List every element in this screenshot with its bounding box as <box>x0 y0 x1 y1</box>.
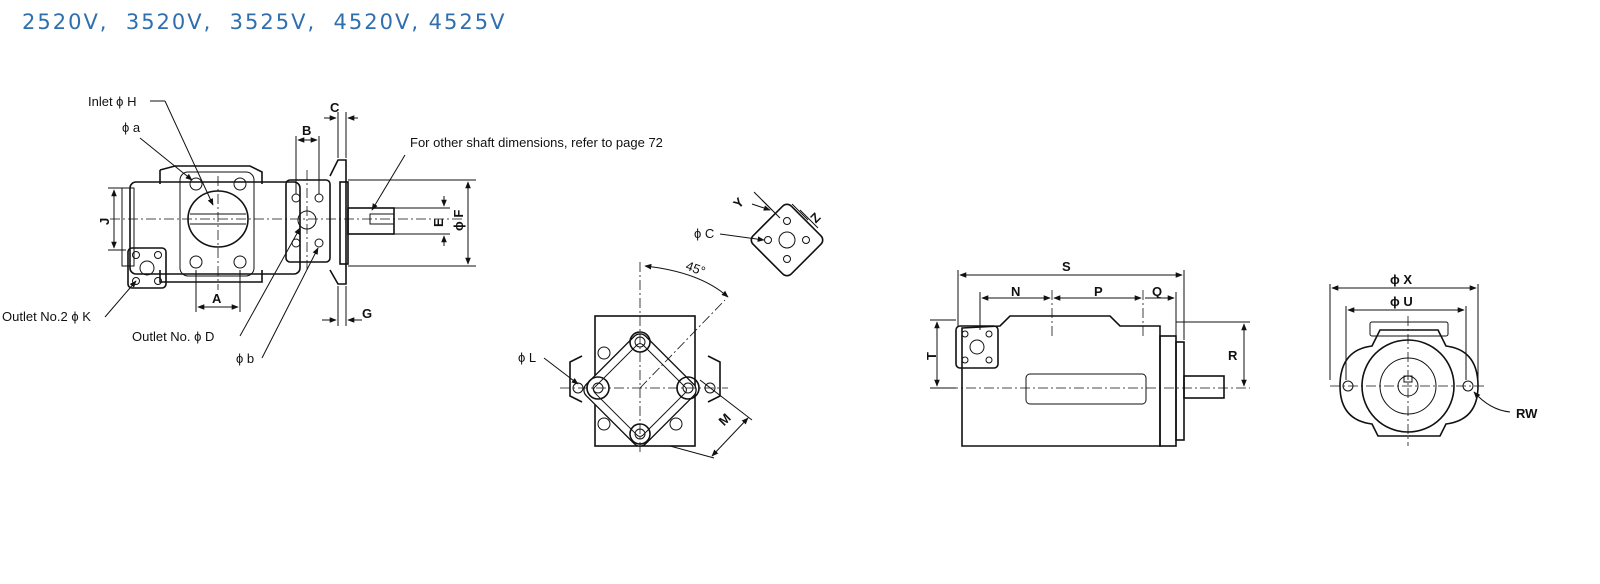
dim-t-label: T <box>924 352 939 360</box>
phi-u-label: ϕ U <box>1390 294 1413 309</box>
dim-c-label: C <box>330 100 340 115</box>
dim-p-label: P <box>1094 284 1103 299</box>
dim-j-label: J <box>97 218 112 225</box>
page-title: 2520V, 3520V, 3525V, 4520V, 4525V <box>22 10 507 34</box>
dim-f-label: ϕ F <box>451 210 466 231</box>
outlet1-label: Outlet No. ϕ D <box>132 329 214 344</box>
phi-l-label: ϕ L <box>518 350 536 365</box>
angle-label: 45° <box>684 258 708 279</box>
dim-r-label: R <box>1228 348 1238 363</box>
shaft-note: For other shaft dimensions, refer to pag… <box>410 135 663 150</box>
phi-a-label: ϕ a <box>122 120 141 135</box>
dim-b-label: B <box>302 123 311 138</box>
dim-s-label: S <box>1062 259 1071 274</box>
end-view: ϕ X ϕ U RW <box>1329 272 1538 446</box>
dim-g-label: G <box>362 306 372 321</box>
length-view: S N P Q T R <box>924 259 1250 447</box>
dim-m-label: M <box>716 410 734 428</box>
dim-n-label: N <box>1011 284 1020 299</box>
dim-q-label: Q <box>1152 284 1162 299</box>
rw-label: RW <box>1516 406 1538 421</box>
outlet2-label: Outlet No.2 ϕ K <box>2 309 91 324</box>
phi-x-label: ϕ X <box>1390 272 1412 287</box>
inlet-label: Inlet ϕ H <box>88 94 136 109</box>
dim-a-label: A <box>212 291 222 306</box>
side-view: J A B C E ϕ F G Inlet ϕ H <box>2 94 663 366</box>
dim-y-label: Y <box>730 194 747 211</box>
phi-b-label: ϕ b <box>236 351 254 366</box>
flange-view: 45° M ϕ L Y Z ϕ C <box>518 191 824 459</box>
dim-e-label: E <box>431 218 446 227</box>
phi-c-label: ϕ C <box>694 226 714 241</box>
